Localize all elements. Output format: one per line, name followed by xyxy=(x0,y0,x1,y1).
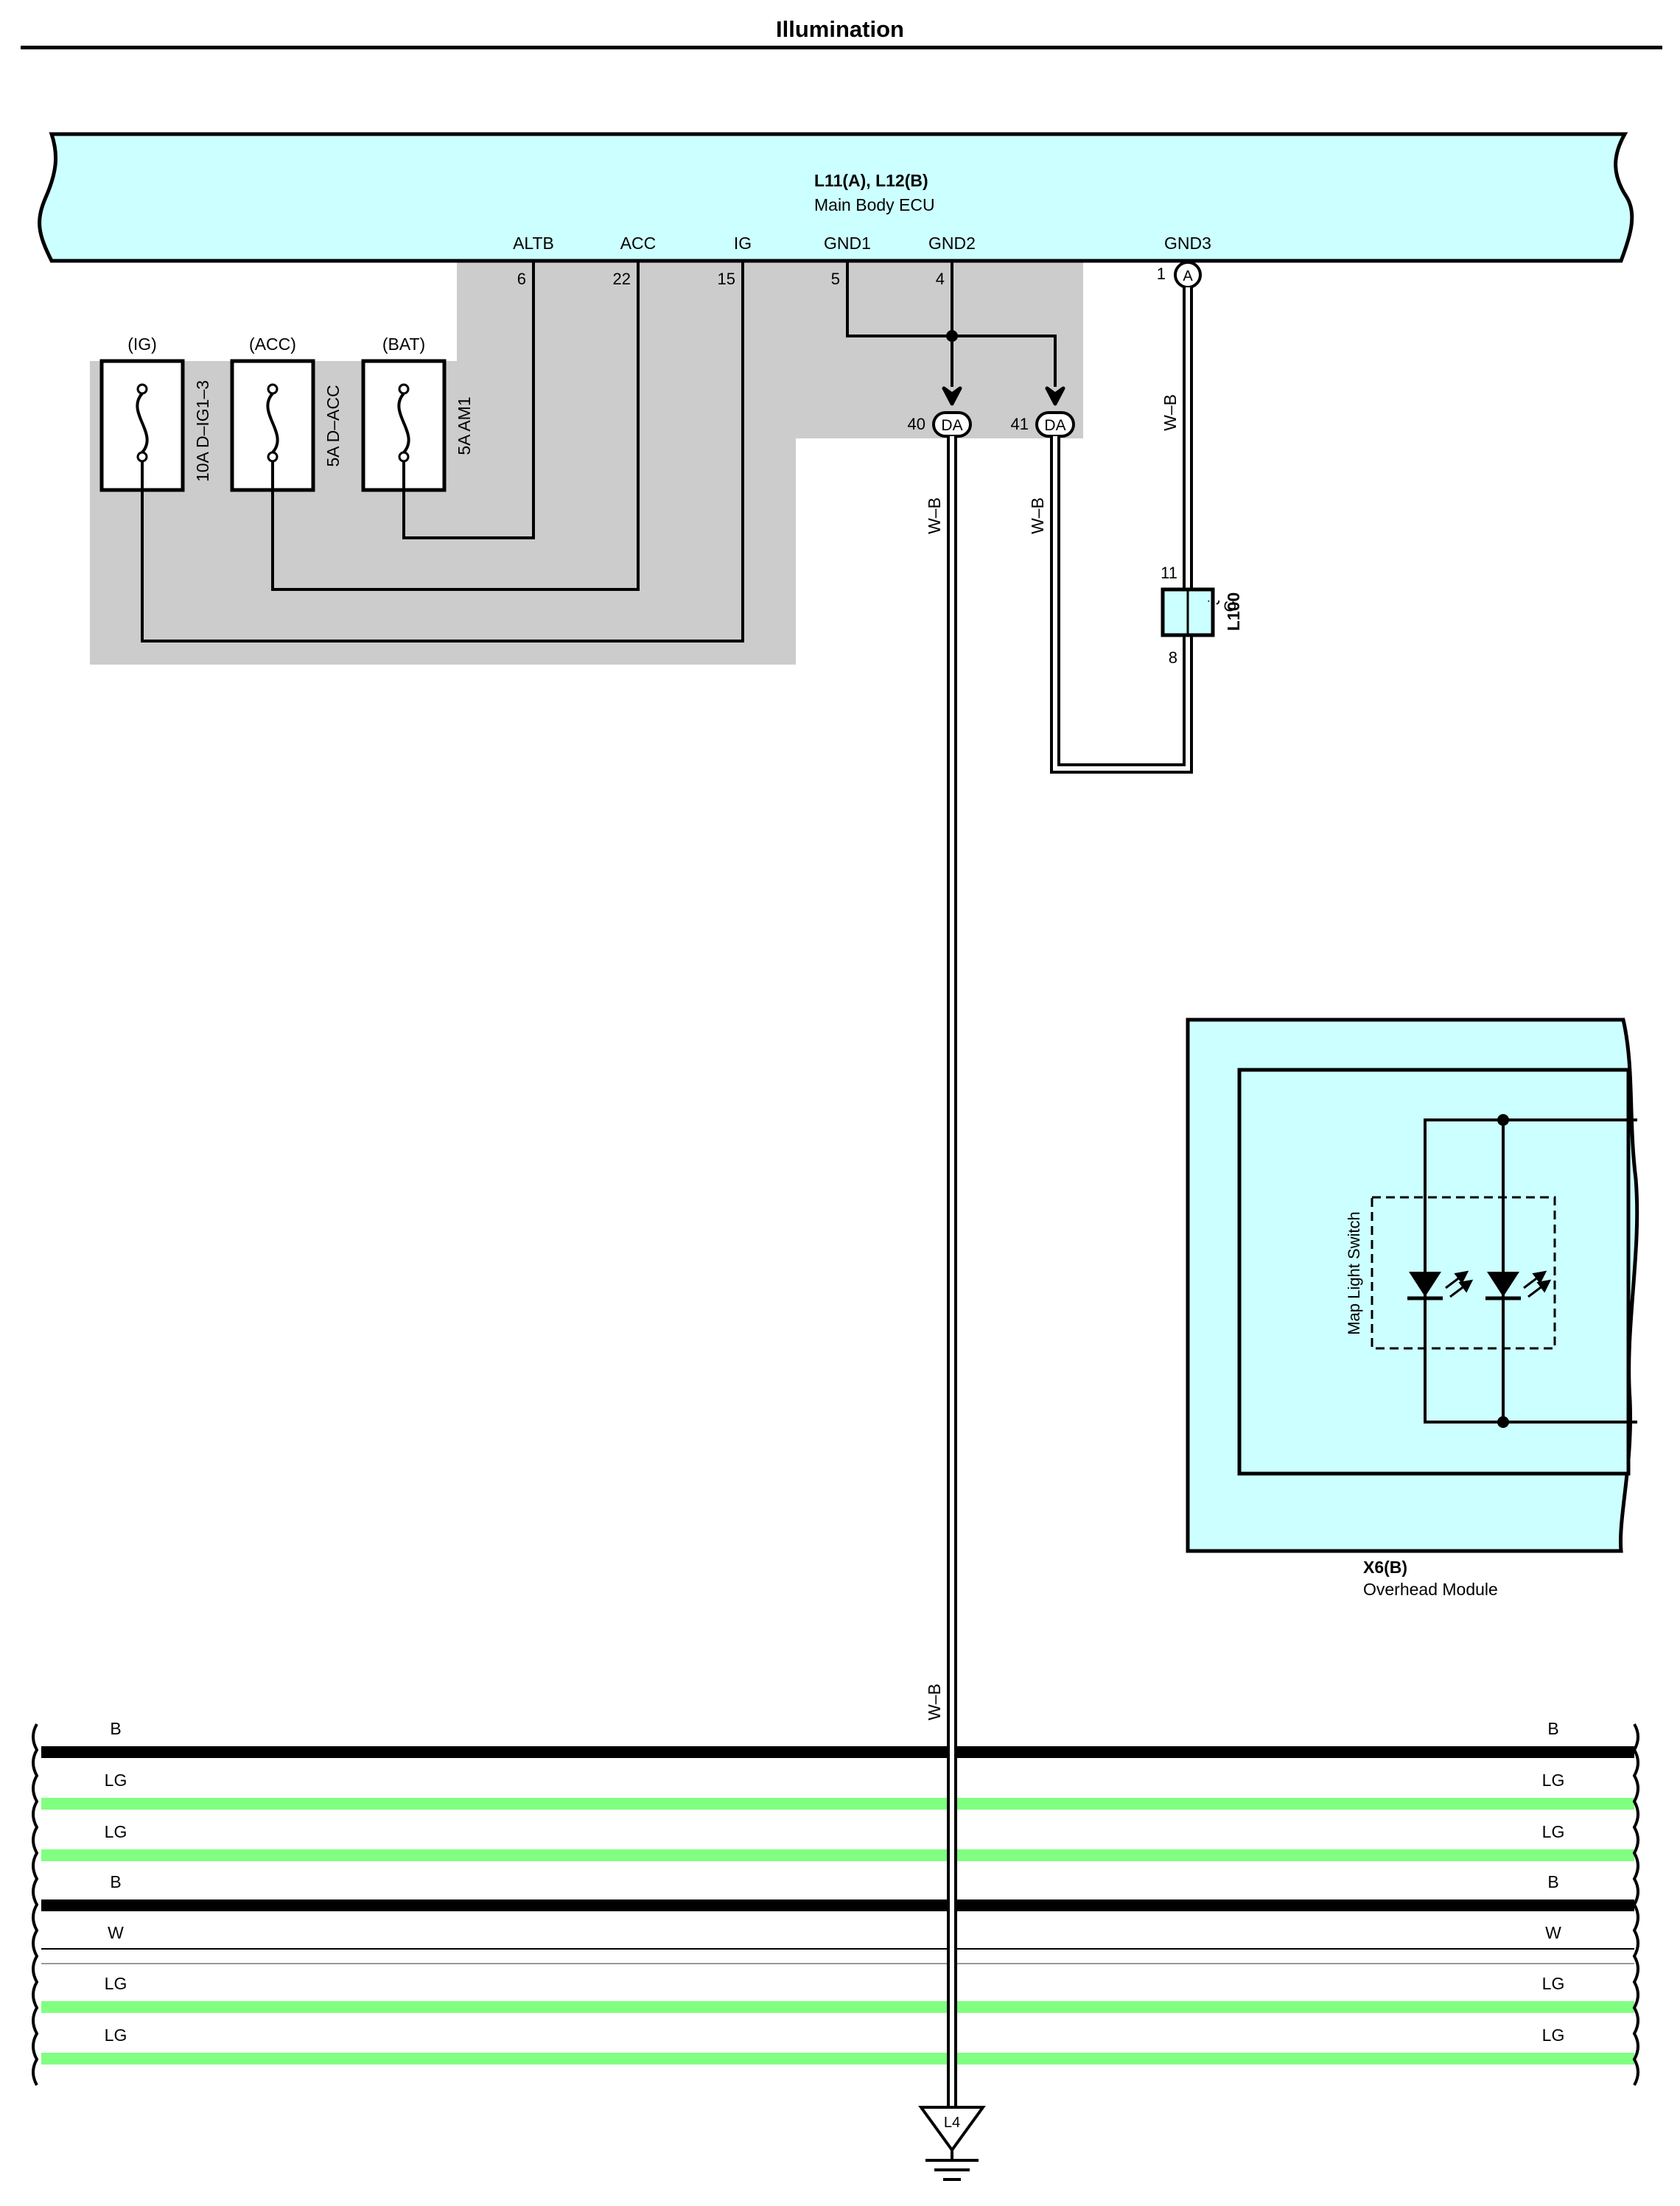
ground-id: L4 xyxy=(944,2115,960,2131)
splice-da-40: 40 DA xyxy=(908,411,972,438)
junction-name: Junction Connector xyxy=(1206,600,1239,630)
bus-wire-label-right-1: B xyxy=(1547,1719,1558,1738)
fuse-ig: (IG) 10A D–IG1–3 xyxy=(99,335,212,492)
splice-arrow-40 xyxy=(942,386,962,406)
terminal-label-altb: ALTB xyxy=(513,234,554,253)
fuse-supply-bat: (BAT) xyxy=(382,335,425,354)
fuse-acc: (ACC) 5A D–ACC xyxy=(230,335,343,492)
fuse-supply-acc: (ACC) xyxy=(249,335,296,354)
fuse-rating-acc: 5A D–ACC xyxy=(323,385,343,466)
wb-wires xyxy=(947,287,1193,2104)
main-body-ecu: L11(A), L12(B) Main Body ECU ALTB ACC IG… xyxy=(38,132,1634,263)
gnd-junction-dot xyxy=(946,330,958,342)
junction-pin-bottom: 8 xyxy=(1169,648,1177,667)
fuse-rating-bat: 5A AM1 xyxy=(455,396,474,455)
title-rule xyxy=(21,46,1662,49)
overhead-id: X6(B) xyxy=(1363,1558,1407,1577)
bus-wire-label-right-3: LG xyxy=(1542,1822,1565,1841)
gnd3-connector-code: A xyxy=(1183,268,1193,284)
bus-wire-label-left-4: B xyxy=(110,1872,121,1891)
overhead-module: Map Light Switch X6(B) Overhead Module xyxy=(1186,1018,1639,1599)
bus-wire-label-right-6: LG xyxy=(1542,1974,1565,1993)
terminal-label-gnd1: GND1 xyxy=(824,234,871,253)
led-2 xyxy=(1485,1270,1552,1300)
splice-arrow-41 xyxy=(1045,386,1065,406)
ecu-name: Main Body ECU xyxy=(814,195,935,214)
ecu-body xyxy=(38,132,1634,263)
bus-break-left xyxy=(32,1723,39,2086)
pin-4: 4 xyxy=(936,270,945,288)
terminal-label-gnd2: GND2 xyxy=(928,234,976,253)
terminal-label-ig: IG xyxy=(734,234,752,253)
bus-wire-label-left-1: B xyxy=(110,1719,121,1738)
junction-pin-top: 11 xyxy=(1161,564,1177,582)
pin-22: 22 xyxy=(613,270,631,288)
fuse-supply-ig: (IG) xyxy=(127,335,157,354)
ground-l4: L4 xyxy=(918,2106,986,2181)
bus-wire-label-right-4: B xyxy=(1547,1872,1558,1891)
terminal-label-acc: ACC xyxy=(620,234,657,253)
junction-id: L100 xyxy=(1224,592,1243,631)
junction-name-box: Junction Connector xyxy=(1206,600,1239,630)
pin-6: 6 xyxy=(517,270,526,288)
splice-da-41: 41 DA xyxy=(1011,411,1075,438)
splice-pin-41: 41 xyxy=(1011,415,1029,433)
splice-code-41: DA xyxy=(1044,417,1065,434)
bus-wire-label-left-3: LG xyxy=(105,1822,127,1841)
overhead-name: Overhead Module xyxy=(1363,1580,1498,1599)
bus-wire-label-right-5: W xyxy=(1545,1923,1561,1942)
led-1 xyxy=(1407,1270,1474,1300)
map-light-switch-label: Map Light Switch xyxy=(1345,1211,1363,1335)
wire-label-gnd-second: W–B xyxy=(1028,497,1047,534)
pin-1: 1 xyxy=(1157,265,1166,283)
bus-break-right xyxy=(1632,1723,1639,2086)
wire-label-gnd-main: W–B xyxy=(925,497,944,534)
map-light-switch-box xyxy=(1371,1196,1556,1350)
fuse-rating-ig: 10A D–IG1–3 xyxy=(193,380,212,482)
shaded-region xyxy=(90,262,1083,665)
pin-15: 15 xyxy=(718,270,735,288)
bus-wire-label-right-7: LG xyxy=(1542,2025,1565,2045)
page-title: Illumination xyxy=(776,16,904,42)
pin-5: 5 xyxy=(831,270,840,288)
wire-label-lower: W–B xyxy=(925,1684,944,1720)
bus-wire-label-left-2: LG xyxy=(105,1771,127,1790)
bus-wires: B B LG LG LG LG B B W W LG LG LG LG xyxy=(32,1719,1639,2107)
bus-wire-label-right-2: LG xyxy=(1542,1771,1565,1790)
bus-wire-label-left-5: W xyxy=(108,1923,124,1942)
bus-wire-label-left-6: LG xyxy=(105,1974,127,1993)
fuse-wiring xyxy=(141,262,744,642)
terminal-label-gnd3: GND3 xyxy=(1164,234,1211,253)
splice-code-40: DA xyxy=(941,417,962,434)
gnd3-connector: A xyxy=(1174,261,1202,289)
ecu-id: L11(A), L12(B) xyxy=(814,171,928,190)
wire-label-gnd3: W–B xyxy=(1161,394,1180,431)
junction-connector-l100: 11 8 L100 Junction Connector xyxy=(1161,564,1243,667)
bus-wire-label-left-7: LG xyxy=(105,2025,127,2045)
splice-pin-40: 40 xyxy=(908,415,925,433)
